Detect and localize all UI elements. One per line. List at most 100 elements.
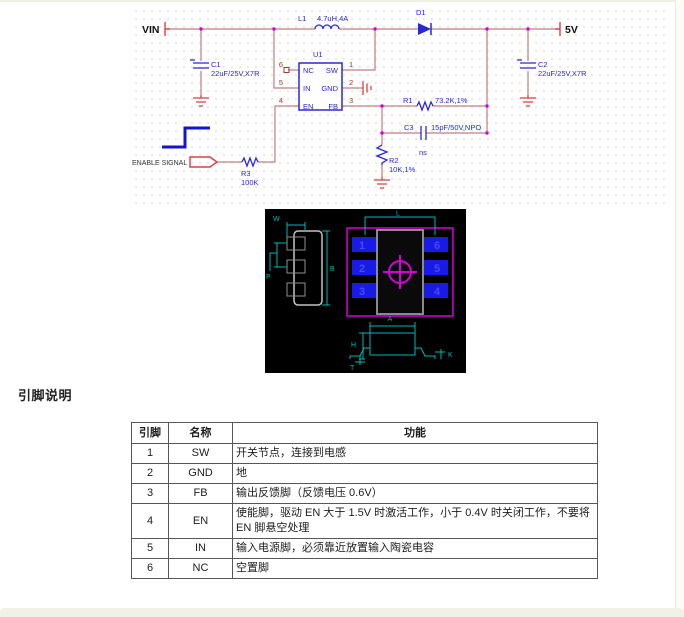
resistor-symbol-r1 bbox=[416, 100, 434, 112]
header-pin: 引脚 bbox=[131, 422, 169, 444]
courtyard-outline bbox=[346, 227, 454, 317]
name-cell: IN bbox=[168, 538, 233, 559]
dim-label-b: B bbox=[330, 266, 335, 273]
page-top-margin bbox=[0, 0, 684, 2]
resistor-symbol-r3 bbox=[241, 156, 259, 168]
enable-signal-label: ENABLE SIGNAL bbox=[132, 160, 187, 167]
table-row: 5 IN 输入电源脚，必须靠近放置输入陶瓷电容 bbox=[131, 538, 598, 559]
circuit-schematic: VIN 5V ENABLE SIGNAL L1 4.7uH,4A D1 C1 2… bbox=[130, 5, 670, 205]
table-header-row: 引脚 名称 功能 bbox=[131, 422, 598, 444]
function-cell: 地 bbox=[232, 463, 598, 484]
capacitor-symbol-c2 bbox=[517, 59, 536, 69]
table-row: 6 NC 空置脚 bbox=[131, 558, 598, 579]
pin-cell: 2 bbox=[131, 463, 169, 484]
u1-pin-number-1: 1 bbox=[349, 60, 353, 69]
d1-ref: D1 bbox=[416, 8, 426, 17]
l1-ref: L1 bbox=[298, 14, 306, 23]
ground-symbol-c2 bbox=[520, 95, 536, 107]
function-cell: 使能脚，驱动 EN 大于 1.5V 时激活工作，小于 0.4V 时关闭工作，不要… bbox=[232, 503, 598, 539]
c3-ref: C3 bbox=[404, 123, 414, 132]
name-cell: GND bbox=[168, 463, 233, 484]
name-cell: EN bbox=[168, 503, 233, 539]
pad-number-5: 5 bbox=[434, 263, 440, 275]
header-name: 名称 bbox=[168, 422, 233, 444]
pin-table-container: 引脚 名称 功能 1 SW 开关节点，连接到电感 2 GND 地 3 FB 输出… bbox=[131, 422, 598, 579]
r2-value: 10K,1% bbox=[389, 165, 416, 174]
u1-pin-number-2: 2 bbox=[349, 78, 353, 87]
function-cell: 开关节点，连接到电感 bbox=[232, 443, 598, 464]
r2-ref: R2 bbox=[389, 156, 399, 165]
vin-net-label: VIN bbox=[142, 24, 160, 36]
pin-description-heading: 引脚说明 bbox=[18, 388, 73, 403]
vout-net-label: 5V bbox=[565, 24, 578, 36]
diode-symbol bbox=[418, 23, 432, 35]
pin-description-table: 引脚 名称 功能 1 SW 开关节点，连接到电感 2 GND 地 3 FB 输出… bbox=[131, 422, 598, 579]
dim-label-l: L bbox=[396, 211, 400, 218]
pin-cell: 5 bbox=[131, 538, 169, 559]
pin-cell: 1 bbox=[131, 443, 169, 464]
nc-pin-marker bbox=[283, 67, 290, 73]
u1-pin-number-4: 4 bbox=[279, 96, 283, 105]
step-waveform-icon bbox=[162, 126, 210, 149]
u1-pin-name-sw: SW bbox=[326, 66, 339, 75]
u1-pin-number-5: 5 bbox=[279, 78, 283, 87]
header-function: 功能 bbox=[232, 422, 598, 444]
page-bottom-strip bbox=[0, 608, 684, 617]
table-row: 2 GND 地 bbox=[131, 463, 598, 484]
dim-label-p: P bbox=[266, 274, 271, 281]
dim-label-a: A bbox=[388, 316, 393, 323]
resistor-symbol-r2 bbox=[375, 144, 389, 165]
u1-pin-number-3: 3 bbox=[349, 96, 353, 105]
u1-pin-name-in: IN bbox=[303, 84, 311, 93]
package-land-pattern-drawing: W P B 1 2 3 6 5 4 L bbox=[265, 209, 466, 373]
junction-dots bbox=[199, 27, 530, 135]
center-crosshair-icon bbox=[383, 255, 417, 289]
ground-symbol-gnd-pin bbox=[362, 81, 372, 95]
pad-number-2: 2 bbox=[359, 263, 365, 275]
name-cell: NC bbox=[168, 558, 233, 579]
r1-value: 73.2K,1% bbox=[435, 96, 468, 105]
c3-value: 15pF/50V,NPO bbox=[431, 123, 481, 132]
schematic-canvas: VIN 5V ENABLE SIGNAL L1 4.7uH,4A D1 C1 2… bbox=[132, 8, 587, 189]
pin-cell: 4 bbox=[131, 503, 169, 539]
function-cell: 输出反馈脚（反馈电压 0.6V） bbox=[232, 483, 598, 504]
table-row: 3 FB 输出反馈脚（反馈电压 0.6V） bbox=[131, 483, 598, 504]
inductor-symbol bbox=[314, 24, 340, 30]
vout-port-icon bbox=[555, 22, 561, 36]
c1-value: 22uF/25V,X7R bbox=[211, 69, 260, 78]
pad-number-6: 6 bbox=[434, 240, 440, 252]
dim-label-k: K bbox=[448, 352, 453, 359]
u1-pin-name-gnd: GND bbox=[321, 84, 338, 93]
c2-ref: C2 bbox=[538, 60, 548, 69]
u1-pin-number-6: 6 bbox=[279, 60, 283, 69]
top-view-dimensions bbox=[364, 216, 436, 235]
package-profile-outline bbox=[349, 322, 445, 365]
pad-number-3: 3 bbox=[359, 286, 365, 298]
pad-number-4: 4 bbox=[434, 286, 441, 298]
c2-value: 22uF/25V,X7R bbox=[538, 69, 587, 78]
u1-pin-name-nc: NC bbox=[303, 66, 314, 75]
page-right-margin bbox=[675, 0, 684, 608]
dim-label-h: H bbox=[351, 342, 356, 349]
dim-label-t: T bbox=[350, 365, 355, 372]
u1-ic-body bbox=[298, 62, 343, 111]
dim-label-w: W bbox=[273, 216, 280, 223]
function-cell: 输入电源脚，必须靠近放置输入陶瓷电容 bbox=[232, 538, 598, 559]
c3-note: ns bbox=[419, 148, 427, 157]
wires bbox=[170, 28, 555, 177]
u1-ref: U1 bbox=[313, 50, 323, 59]
left-view-dimensions bbox=[269, 222, 330, 306]
ground-symbol-r2 bbox=[374, 177, 390, 189]
vin-port-icon bbox=[164, 22, 170, 36]
pin-cell: 6 bbox=[131, 558, 169, 579]
enable-port-icon bbox=[189, 156, 219, 168]
name-cell: SW bbox=[168, 443, 233, 464]
package-canvas: W P B 1 2 3 6 5 4 L bbox=[266, 211, 454, 372]
ground-symbol-c1 bbox=[193, 95, 209, 107]
l1-value: 4.7uH,4A bbox=[317, 14, 348, 23]
r3-ref: R3 bbox=[241, 169, 251, 178]
capacitor-symbol-c3 bbox=[420, 126, 427, 140]
pad-number-1: 1 bbox=[359, 240, 365, 252]
function-cell: 空置脚 bbox=[232, 558, 598, 579]
package-side-outline bbox=[286, 230, 323, 306]
